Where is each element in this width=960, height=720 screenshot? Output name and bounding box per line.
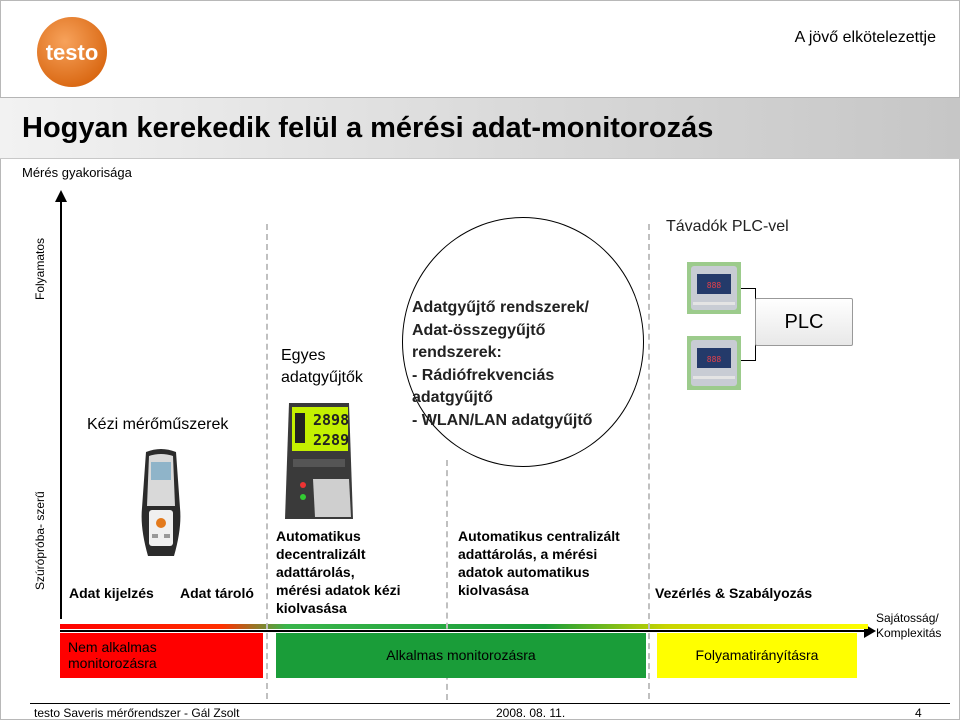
label-loggers: Egyes adatgyűjtők [281,345,363,389]
desc-control: Vezérlés & Szabályozás [655,584,812,602]
svg-text:888: 888 [707,281,722,290]
bar-suitable-label: Alkalmas monitorozásra [276,633,646,678]
data-logger-image: 2898 2289 [283,401,355,523]
svg-text:888: 888 [707,355,722,364]
connector-1-h [741,288,755,289]
bar-process-label: Folyamatirányításra [657,633,857,678]
bar-process-control: Folyamatirányításra [657,633,857,678]
desc-decentral-line2: decentralizált [276,545,401,563]
circle-line4: - Rádiófrekvenciás [412,365,637,388]
circle-line2: Adat-összegyűjtő [412,320,637,343]
transmitter-1-image: 888 [687,262,741,314]
desc-central: Automatikus centralizált adattárolás, a … [458,527,620,599]
x-axis-gradient [60,624,868,629]
logger-value-2: 2289 [313,431,349,449]
page-title: Hogyan kerekedik felül a mérési adat-mon… [22,112,713,145]
y-label-continuous: Folyamatos [33,238,47,300]
desc-central-line3: adatok automatikus [458,563,620,581]
circle-line5: adatgyűjtő [412,387,637,410]
x-label-line2: Komplexitás [876,626,941,641]
desc-data-storage: Adat tároló [180,584,254,602]
plc-box: PLC [755,298,853,346]
y-axis-title: Mérés gyakorisága [22,165,132,180]
label-loggers-line1: Egyes [281,345,363,367]
circle-line6: - WLAN/LAN adatgyűjtő [412,410,637,433]
desc-decentral-line4: mérési adatok kézi [276,581,401,599]
header-fine-print [6,2,406,7]
footer-rule [30,703,950,704]
label-handheld: Kézi mérőműszerek [87,416,228,434]
desc-decentral: Automatikus decentralizált adattárolás, … [276,527,401,617]
footer-page-number: 4 [915,706,922,720]
bar-not-suitable-line1: Nem alkalmas [68,639,263,655]
x-label-line1: Sajátosság/ [876,611,941,626]
testo-logo: testo [36,16,108,88]
bar-not-suitable-line2: monitorozásra [68,655,263,671]
desc-central-line4: kiolvasása [458,581,620,599]
logger-value-1: 2898 [313,411,349,429]
desc-decentral-line5: kiolvasása [276,599,401,617]
bar-suitable: Alkalmas monitorozásra [276,633,646,678]
circle-line1: Adatgyűjtő rendszerek/ [412,297,637,320]
connector-2-h [741,360,755,361]
x-axis-label: Sajátosság/ Komplexitás [876,611,941,641]
tagline: A jövő elkötelezettje [795,29,936,47]
desc-central-line2: adattárolás, a mérési [458,545,620,563]
label-transmitters: Távadók PLC-vel [666,218,789,236]
desc-central-line1: Automatikus centralizált [458,527,620,545]
y-axis-line [60,199,62,619]
label-loggers-line2: adatgyűjtők [281,367,363,389]
divider-3 [648,224,650,699]
divider-1 [266,224,268,699]
handheld-meter-image [136,448,186,560]
x-axis-line [60,630,868,632]
bar-not-suitable: Nem alkalmas monitorozásra [60,633,263,678]
circle-text: Adatgyűjtő rendszerek/ Adat-összegyűjtő … [412,297,637,432]
logo-text: testo [46,40,99,65]
circle-line3: rendszerek: [412,342,637,365]
footer-author: testo Saveris mérőrendszer - Gál Zsolt [34,706,239,720]
transmitter-2-image: 888 [687,336,741,390]
footer-date: 2008. 08. 11. [496,706,565,720]
desc-decentral-line3: adattárolás, [276,563,401,581]
desc-data-display: Adat kijelzés [69,584,154,602]
desc-decentral-line1: Automatikus [276,527,401,545]
y-label-spot-check: Szúrópróba- szerű [33,491,47,590]
